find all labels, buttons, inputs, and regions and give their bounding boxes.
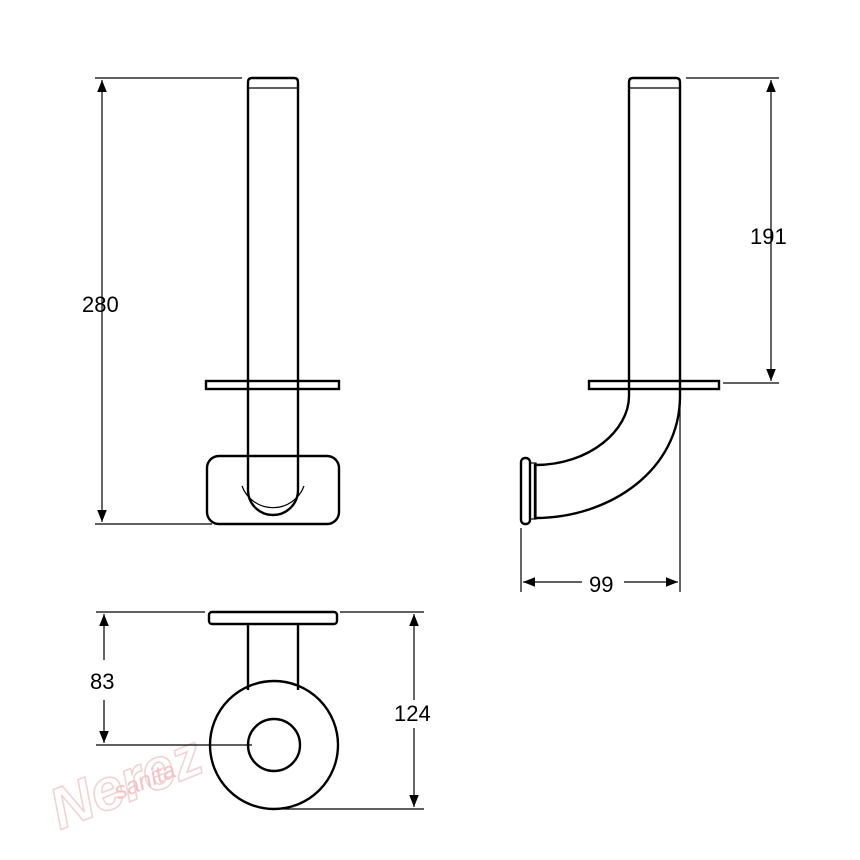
dimension-side-height: 191	[686, 77, 787, 384]
dimension-top-center: 83	[90, 611, 252, 746]
front-wall-plate	[205, 454, 341, 526]
top-view: 83 124	[90, 610, 431, 811]
front-view: 280	[82, 76, 341, 526]
dimension-label-83: 83	[90, 669, 114, 694]
front-tube	[246, 76, 300, 517]
dimension-label-191: 191	[750, 224, 787, 249]
watermark: Nerez sanita	[40, 722, 212, 843]
side-wall-plate	[519, 456, 532, 526]
dimension-top-depth: 124	[282, 611, 431, 810]
top-wall-plate	[207, 610, 339, 626]
side-flange-plate	[587, 379, 721, 391]
dimension-front-height: 280	[82, 77, 242, 525]
front-base-arc	[241, 485, 305, 509]
dimension-label-280: 280	[82, 292, 119, 317]
side-base-ring	[529, 462, 537, 520]
side-view: 191 99	[519, 76, 787, 597]
dimension-label-124: 124	[394, 701, 431, 726]
side-tube	[533, 76, 682, 520]
dimension-side-depth: 99	[520, 400, 681, 597]
top-inner-circle	[246, 717, 302, 773]
dimension-label-99: 99	[589, 572, 613, 597]
front-flange-plate	[204, 379, 341, 391]
